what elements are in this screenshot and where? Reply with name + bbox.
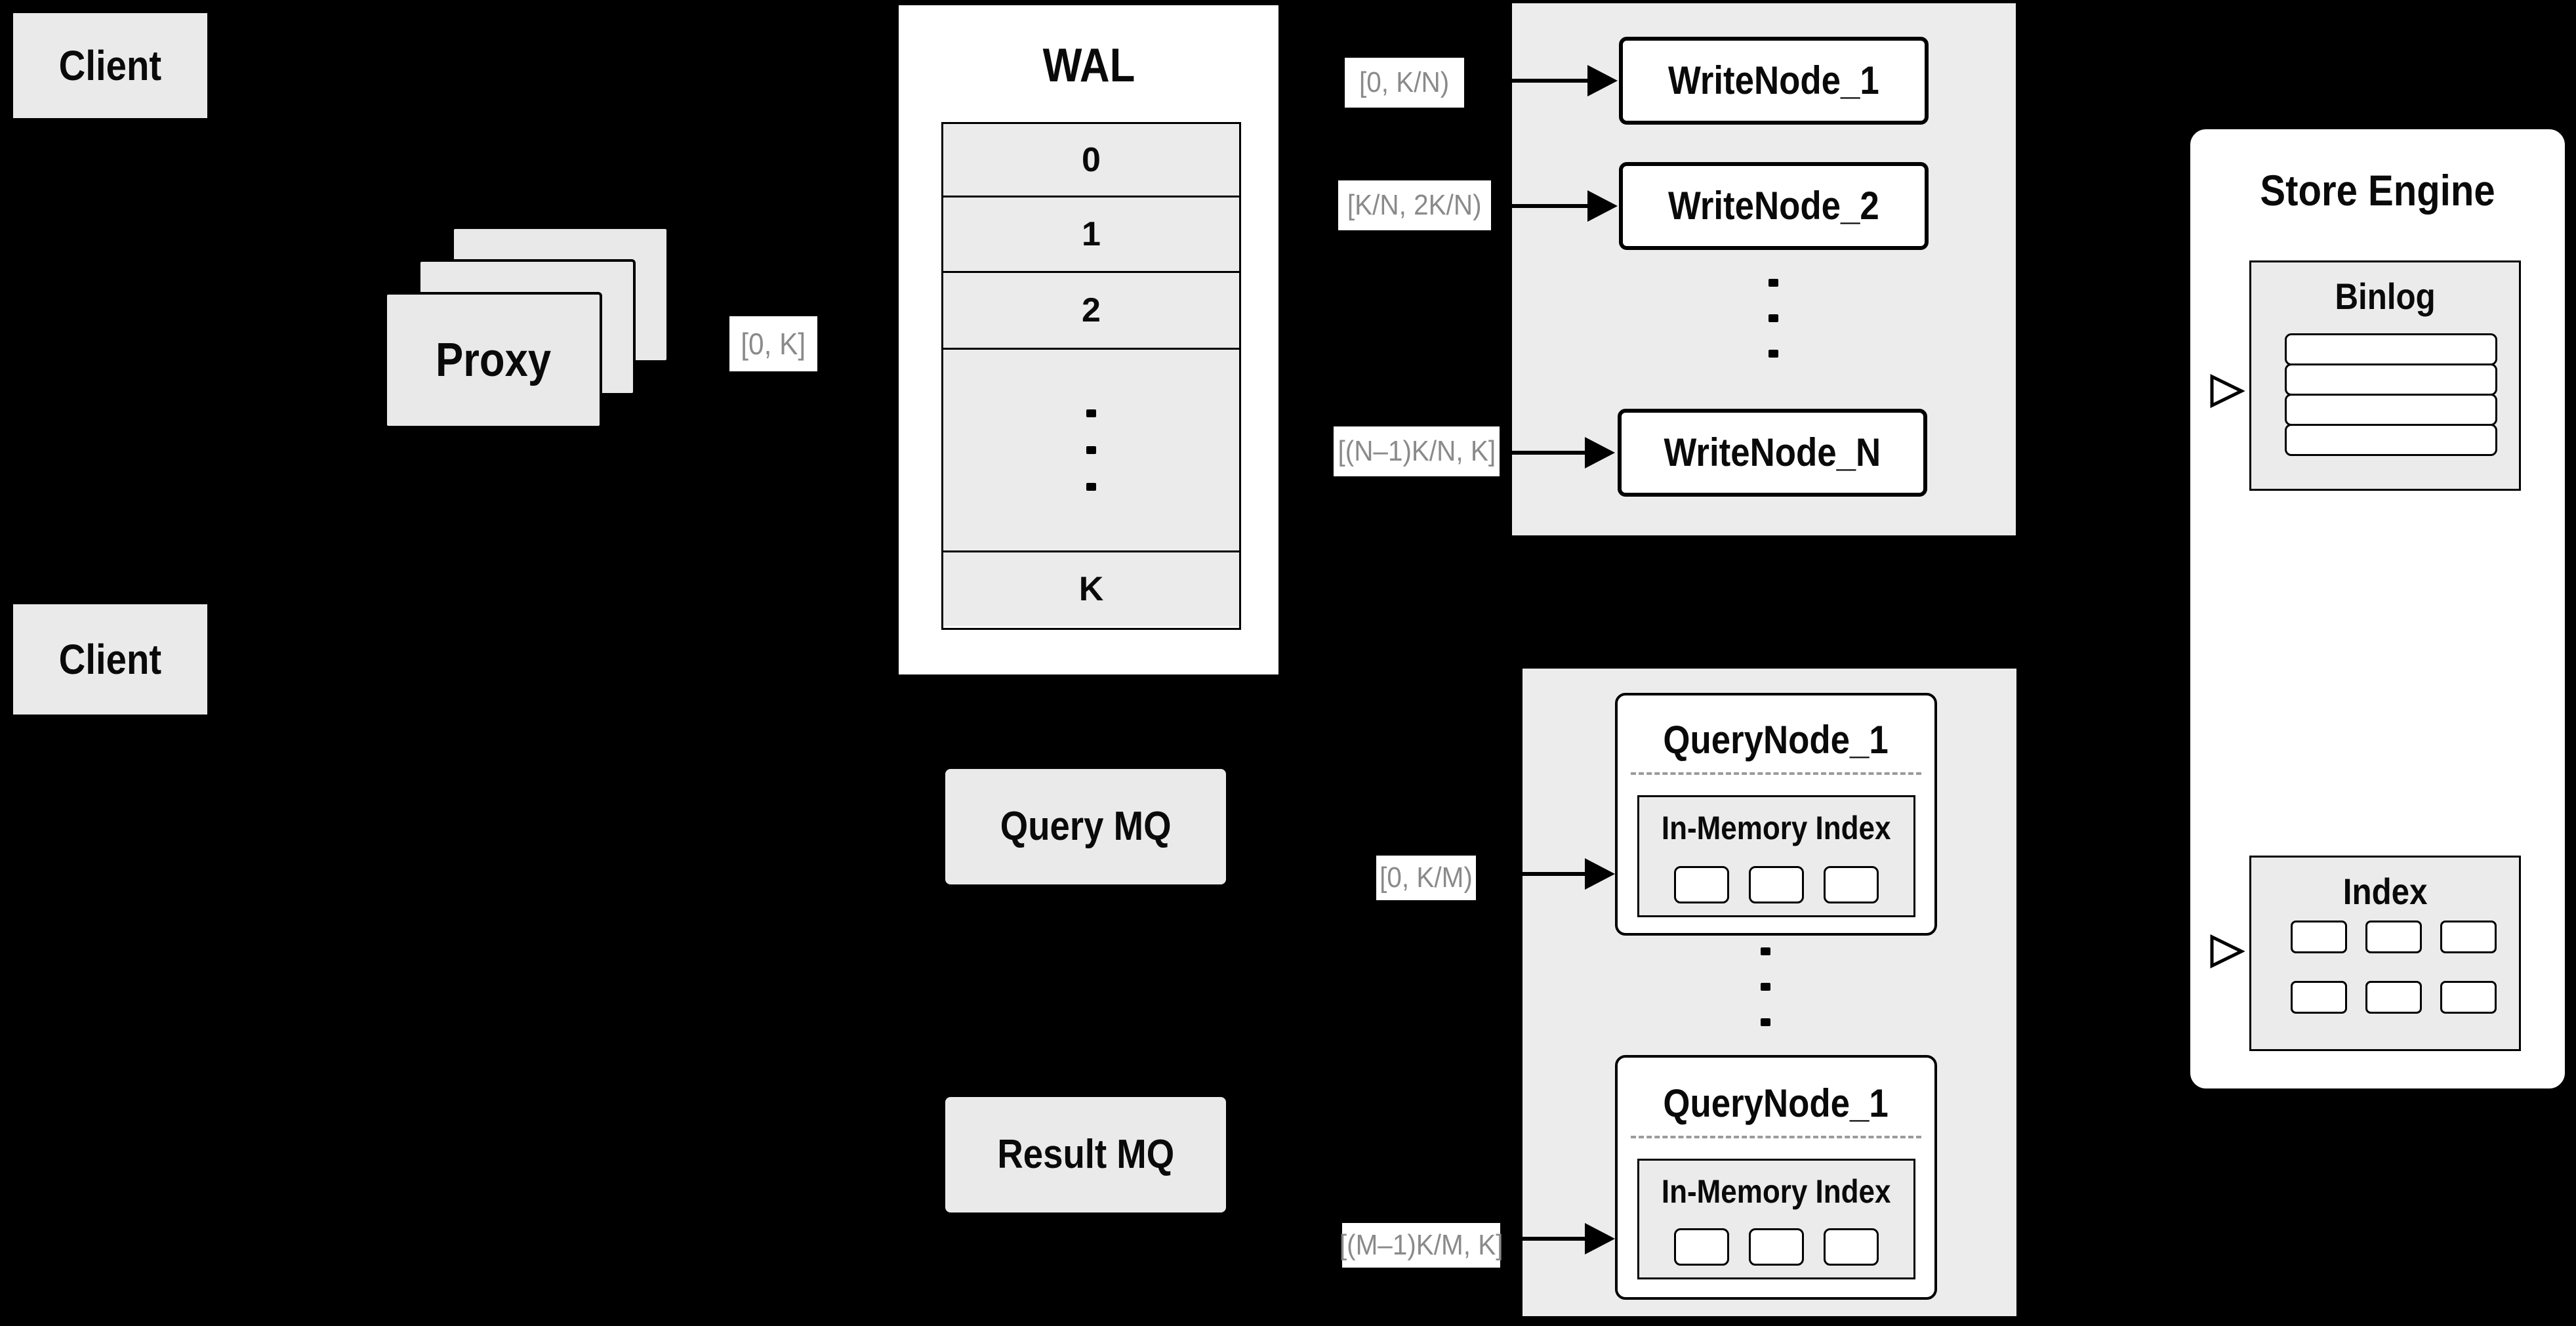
query-node-2-title-wrap: QueryNode_1 [1618,1084,1934,1123]
binlog-title: Binlog [2335,276,2436,317]
wal-segment-row: 1 [943,197,1239,273]
query-node-1-title-wrap: QueryNode_1 [1618,720,1934,760]
arrowhead-binlog-icon [2210,374,2245,408]
index-cell [2365,921,2422,953]
binlog-row [2285,394,2497,426]
range-label-proxy-wal-text: [0, K] [741,327,806,361]
index-cell [2365,981,2422,1014]
index-box: Index [2249,856,2521,1051]
binlog-box: Binlog [2249,260,2521,491]
proxy-box: Proxy [384,292,602,428]
index-segment [1674,866,1729,903]
in-memory-index-1-title: In-Memory Index [1662,810,1891,846]
client-box-top: Client [13,13,207,118]
index-cell [2291,921,2347,953]
result-mq-box: Result MQ [945,1097,1226,1212]
index-segment [1749,866,1804,903]
write-node-1: WriteNode_1 [1619,37,1929,125]
query-node-1-divider [1631,772,1921,775]
wal-segment-k: K [1078,570,1104,608]
write-node-1-label: WriteNode_1 [1668,58,1879,102]
index-segment [1749,1228,1804,1266]
in-memory-index-2-segments [1639,1228,1913,1266]
client-bottom-label: Client [58,636,162,683]
wal-box: WAL 0 1 2 K [897,4,1280,676]
binlog-title-wrap: Binlog [2251,278,2519,315]
wal-segment-row: K [943,552,1239,626]
arrowhead-querynode-1-icon [1585,858,1615,890]
in-memory-index-1-title-wrap: In-Memory Index [1639,812,1913,844]
range-label-query-2: [(M–1)K/M, K] [1339,1223,1503,1268]
range-label-write-2-text: [K/N, 2K/N) [1347,189,1482,221]
range-label-proxy-wal: [0, K] [729,316,817,371]
arrow-line-binlog [2125,389,2213,393]
range-label-query-1: [0, K/M) [1376,856,1476,900]
store-engine-title-wrap: Store Engine [2190,169,2565,212]
write-node-ellipsis [1768,279,1778,358]
query-node-2-title: QueryNode_1 [1663,1081,1889,1125]
query-node-1: QueryNode_1 In-Memory Index [1615,693,1937,936]
binlog-row [2285,363,2497,396]
binlog-row [2285,333,2497,365]
query-mq-label: Query MQ [1000,804,1172,849]
query-node-2-divider [1631,1136,1921,1138]
query-node-2: QueryNode_1 In-Memory Index [1615,1055,1937,1300]
in-memory-index-2-title-wrap: In-Memory Index [1639,1175,1913,1208]
index-cell [2440,981,2497,1014]
index-cells [2291,921,2497,1014]
arrowhead-writenode-1-icon [1587,65,1618,96]
write-node-n: WriteNode_N [1618,409,1927,497]
wal-segment-row: 2 [943,273,1239,350]
binlog-row [2285,424,2497,456]
range-label-write-1: [0, K/N) [1345,58,1464,108]
index-segment [1824,1228,1879,1266]
wal-ellipsis-dots [1086,409,1096,491]
index-segment [1674,1228,1729,1266]
wal-segment-0: 0 [1082,140,1101,179]
index-title-wrap: Index [2251,873,2519,910]
client-top-label: Client [58,42,162,89]
query-node-1-title: QueryNode_1 [1663,718,1889,762]
store-engine-box: Store Engine Binlog Index [2188,127,2567,1091]
range-label-query-2-text: [(M–1)K/M, K] [1339,1229,1503,1261]
in-memory-index-box-1: In-Memory Index [1637,795,1915,917]
wal-segment-table: 0 1 2 K [941,122,1241,630]
index-cell [2291,981,2347,1014]
store-engine-title: Store Engine [2260,166,2495,215]
arrowhead-index-icon [2210,934,2245,968]
arrowhead-querynode-2-icon [1585,1223,1615,1254]
query-node-ellipsis [1761,947,1770,1026]
wal-ellipsis-row [943,350,1239,552]
range-label-query-1-text: [0, K/M) [1380,861,1473,894]
query-mq-box: Query MQ [945,769,1226,884]
arrowhead-writenode-n-icon [1585,437,1615,468]
client-box-bottom: Client [13,604,207,715]
binlog-rows [2285,333,2497,456]
range-label-write-n-text: [(N–1)K/N, K] [1338,435,1496,467]
range-label-write-2: [K/N, 2K/N) [1338,180,1491,230]
write-node-2: WriteNode_2 [1619,162,1929,250]
arrowhead-writenode-2-icon [1587,190,1618,222]
index-title: Index [2342,871,2428,912]
wal-segment-2: 2 [1082,291,1101,329]
index-segment [1824,866,1879,903]
in-memory-index-1-segments [1639,866,1913,903]
arrow-line-index [2125,949,2213,953]
write-node-n-label: WriteNode_N [1664,430,1881,474]
wal-segment-row: 0 [943,124,1239,197]
index-cell [2440,921,2497,953]
wal-segment-1: 1 [1082,215,1101,253]
result-mq-label: Result MQ [997,1132,1174,1177]
proxy-label: Proxy [435,334,552,386]
wal-title: WAL [1042,39,1135,92]
write-node-2-label: WriteNode_2 [1668,184,1879,228]
range-label-write-n: [(N–1)K/N, K] [1334,426,1500,476]
in-memory-index-2-title: In-Memory Index [1662,1173,1891,1210]
in-memory-index-box-2: In-Memory Index [1637,1159,1915,1279]
wal-title-wrap: WAL [899,42,1278,89]
range-label-write-1-text: [0, K/N) [1359,66,1450,98]
